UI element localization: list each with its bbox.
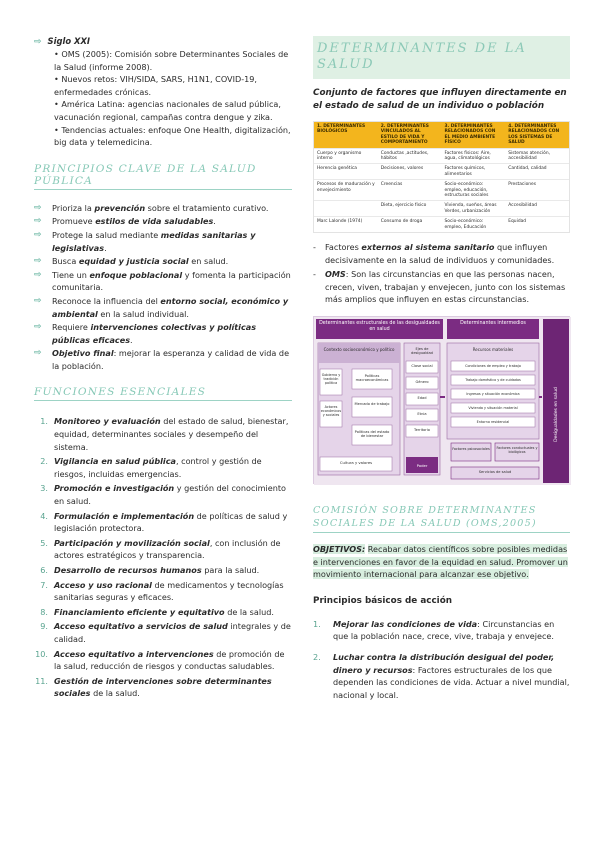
list-item: • Nuevos retos: VIH/SIDA, SARS, H1N1, CO… [54, 74, 258, 97]
determinantes-table: 1. DETERMINANTES BIOLÓGICOS 2. DETERMINA… [313, 121, 570, 234]
factores-psico-label: Factores psicosociales [452, 447, 490, 452]
structural-title: Determinantes estructurales de las desig… [319, 321, 440, 332]
determinantes-title-box: DETERMINANTES DE LA SALUD [313, 36, 570, 79]
siglo-bullets: • OMS (2005): Comisión sobre Determinant… [54, 48, 292, 149]
intermediate-header [447, 319, 539, 340]
list-item: ⇨Tiene un enfoque poblacional y fomenta … [34, 269, 291, 293]
recurso-vivienda: Vivienda y situación material [468, 406, 518, 411]
list-item: • OMS (2005): Comisión sobre Determinant… [54, 49, 289, 72]
list-item: 5.Participación y movilización social, c… [40, 537, 281, 561]
recurso-ingresos: Ingresos y situación económica [466, 392, 520, 397]
list-item: 2.Vigilancia en salud pública, control y… [40, 456, 262, 479]
determinantes-subtitle: Conjunto de factores que influyen direct… [313, 88, 567, 111]
mercado-label: Mercado de trabajo [354, 402, 390, 407]
principios-accion-list: 1.Mejorar las condiciones de vida: Circu… [313, 618, 570, 702]
determinantes-notes: -Factores externos al sistema sanitario … [313, 241, 570, 306]
list-item: 1.Mejorar las condiciones de vida: Circu… [313, 618, 555, 642]
determinantes-diagram: Determinantes estructurales de las desig… [313, 316, 571, 486]
principios-accion-title: Principios básicos de acción [313, 595, 453, 606]
arrow-icon: ⇨ [34, 202, 42, 213]
siglo-label: Siglo XXI [47, 36, 91, 46]
list-item: • Tendencias actuales: enfoque One Healt… [54, 124, 291, 148]
objetivos-label: OBJETIVOS: [313, 544, 366, 555]
servicios-label: Servicios de salud [478, 470, 512, 475]
list-item: ⇨Requiere intervenciones colectivas y po… [34, 322, 257, 345]
list-item: ⇨Promueve estilos de vida saludables. [34, 216, 216, 227]
list-item: ⇨Protege la salud mediante medidas sanit… [34, 229, 256, 253]
list-item: ⇨Reconoce la influencia del entorno soci… [34, 295, 289, 319]
politicas-macro-label: Políticas macroeconómicas [355, 374, 389, 383]
list-item: 9.Acceso equitativo a servicios de salud… [40, 621, 291, 644]
list-item: 1.Monitoreo y evaluación del estado de s… [40, 416, 289, 452]
left-column: ⇨ Siglo XXI • OMS (2005): Comisión sobre… [34, 36, 292, 702]
eje-territorio: Territorio [414, 428, 430, 433]
recurso-entorno: Entorno residencial [476, 420, 510, 425]
eje-edad: Edad [417, 396, 427, 401]
recursos-title: Recursos materiales [472, 347, 514, 353]
recurso-empleo: Condiciones de empleo y trabajo [465, 364, 521, 369]
principios-title: PRINCIPIOS CLAVE DE LA SALUD PÚBLICA [34, 163, 292, 190]
determinantes-title: DETERMINANTES DE LA SALUD [317, 41, 527, 72]
politicas-estado-label: Políticas del estado de bienestar [354, 430, 390, 439]
list-item: ⇨Busca equidad y justicia social en salu… [34, 256, 229, 267]
desigualdades-label-wrap: Desigualdades en salud [552, 369, 560, 459]
funciones-list: 1.Monitoreo y evaluación del estado de s… [34, 415, 292, 699]
list-item: 11.Gestión de intervenciones sobre deter… [35, 675, 272, 699]
arrow-icon: ⇨ [34, 256, 42, 267]
recurso-domestico: Trabajo doméstico y de cuidados [465, 378, 521, 383]
list-item: 4.Formulación e implementación de políti… [40, 510, 288, 534]
comision-title: COMISIÓN SOBRE DETERMINANTES SOCIALES DE… [313, 504, 570, 534]
structural-header [316, 319, 443, 340]
arrow-icon: ⇨ [34, 37, 42, 47]
arrow-icon: ⇨ [34, 216, 42, 227]
eje-clase: Clase social [411, 364, 433, 369]
arrow-icon: ⇨ [34, 229, 42, 240]
list-item: 8.Financiamiento eficiente y equitativo … [40, 606, 274, 617]
eje-genero: Género [415, 380, 429, 385]
funciones-title: FUNCIONES ESENCIALES [34, 386, 292, 402]
table-header: 1. DETERMINANTES BIOLÓGICOS 2. DETERMINA… [314, 122, 569, 148]
list-item: • América Latina: agencias nacionales de… [54, 99, 281, 122]
diagram-graphic [314, 317, 571, 486]
desigualdades-bar [543, 319, 569, 484]
eje-etnia: Etnia [417, 412, 427, 417]
cultura-label: Cultura y valores [339, 460, 373, 466]
list-item: 7.Acceso y uso racional de medicamentos … [40, 579, 284, 603]
objetivos-block: OBJETIVOS: Recabar datos científicos sob… [313, 543, 570, 581]
list-item: -OMS: Son las circunstancias en que las … [313, 269, 566, 305]
arrow-icon: ⇨ [34, 295, 42, 306]
right-column: DETERMINANTES DE LA SALUD Conjunto de fa… [313, 36, 571, 705]
list-item: ⇨Objetivo final: mejorar la esperanza y … [34, 348, 290, 371]
poder-label: Poder [416, 463, 428, 469]
factores-cond-label: Factores conductuales y biológicos [496, 446, 538, 455]
contexto-label: Contexto socioeconómico y político [323, 347, 395, 353]
list-item: ⇨Prioriza la prevención sobre el tratami… [34, 202, 269, 213]
desigualdades-label: Desigualdades en salud [553, 386, 559, 442]
intermediate-title: Determinantes intermedios [460, 321, 526, 327]
principios-list: ⇨Prioriza la prevención sobre el tratami… [34, 202, 292, 373]
arrow-icon: ⇨ [34, 348, 42, 359]
arrow-icon: ⇨ [34, 269, 42, 280]
actores-label: Actores económicos y sociales [320, 405, 342, 418]
gobierno-label: Gobierno y tradición política [321, 373, 341, 386]
ejes-title: Ejes de desigualdad [411, 347, 433, 356]
list-item: 6.Desarrollo de recursos humanos para la… [40, 565, 260, 575]
siglo-xxi-heading: ⇨ Siglo XXI [34, 36, 292, 47]
list-item: 10.Acceso equitativo a intervenciones de… [35, 648, 285, 672]
list-item: 3.Promoción e investigación y gestión de… [40, 483, 287, 507]
list-item: -Factores externos al sistema sanitario … [313, 242, 555, 265]
arrow-icon: ⇨ [34, 322, 42, 333]
list-item: 2.Luchar contra la distribución desigual… [313, 652, 570, 700]
